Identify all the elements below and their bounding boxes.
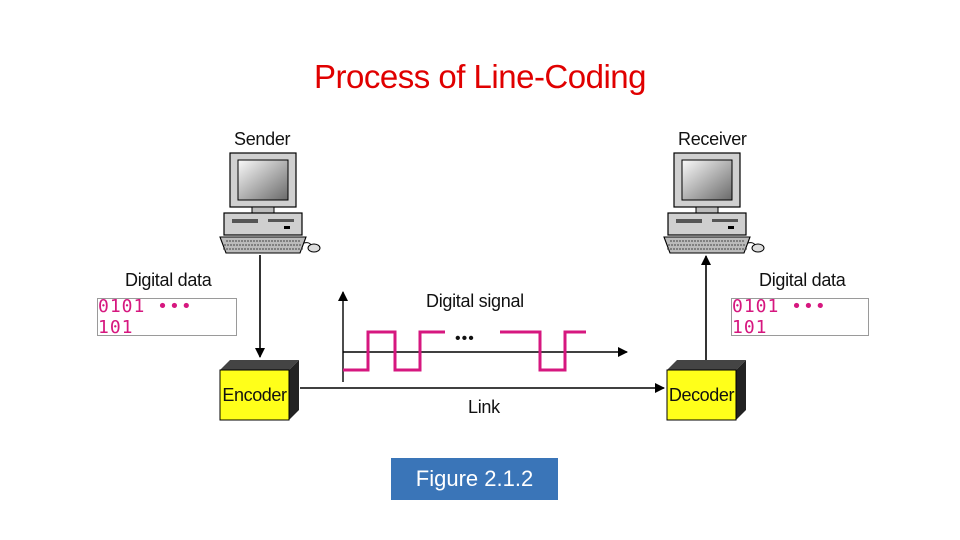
figure-caption: Figure 2.1.2: [391, 458, 558, 500]
sender-label: Sender: [234, 129, 291, 149]
signal-ellipsis: •••: [455, 330, 475, 347]
sender-digital-data-label: Digital data: [125, 270, 212, 290]
link-label: Link: [468, 397, 500, 417]
receiver-data-box: 0101 ••• 101: [731, 296, 869, 338]
decoder-label: Decoder: [668, 384, 735, 405]
digital-signal-label: Digital signal: [426, 291, 524, 311]
receiver-label: Receiver: [678, 129, 747, 149]
page-title: Process of Line-Coding: [313, 58, 647, 95]
receiver-digital-data-label: Digital data: [759, 270, 846, 290]
digital-signal-waveform-right: [500, 330, 586, 372]
sender-computer-icon: [219, 152, 321, 254]
digital-signal-waveform-left: [343, 330, 445, 372]
decoder-box: [666, 360, 746, 421]
receiver-computer-icon: [663, 152, 765, 254]
encoder-box: [219, 360, 299, 421]
sender-data-box: 0101 ••• 101: [97, 296, 237, 338]
encoder-label: Encoder: [222, 384, 287, 405]
